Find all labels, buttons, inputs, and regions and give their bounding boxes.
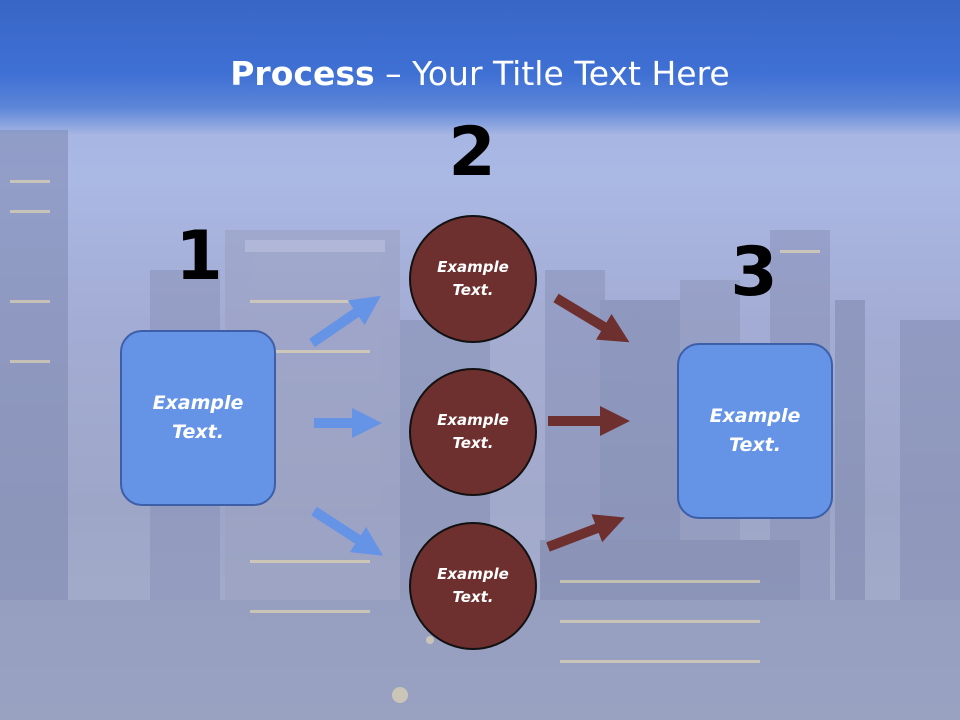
circle-top[interactable]: Example Text. <box>409 215 537 343</box>
left-box-text: Example Text. <box>152 392 244 443</box>
title-rest: – Your Title Text Here <box>374 54 730 93</box>
circle-bottom-text: Example Text. <box>437 565 509 606</box>
left-box[interactable]: Example Text. <box>120 330 276 506</box>
circle-top-text: Example Text. <box>437 258 509 299</box>
circle-bottom[interactable]: Example Text. <box>409 522 537 650</box>
step-number-1: 1 <box>175 217 223 296</box>
title-strong: Process <box>230 54 375 93</box>
title-bar <box>0 0 960 135</box>
right-box[interactable]: Example Text. <box>677 343 833 519</box>
arrow-brown-up <box>546 514 625 552</box>
circle-middle[interactable]: Example Text. <box>409 368 537 496</box>
step-number-2: 2 <box>448 113 496 192</box>
arrow-blue-up <box>309 295 381 348</box>
arrow-blue-down <box>311 506 384 556</box>
arrow-brown-down <box>553 293 630 343</box>
right-box-text: Example Text. <box>709 405 801 456</box>
step-number-3: 3 <box>730 233 778 312</box>
slide-title: Process – Your Title Text Here <box>0 52 960 96</box>
circle-middle-text: Example Text. <box>437 411 509 452</box>
